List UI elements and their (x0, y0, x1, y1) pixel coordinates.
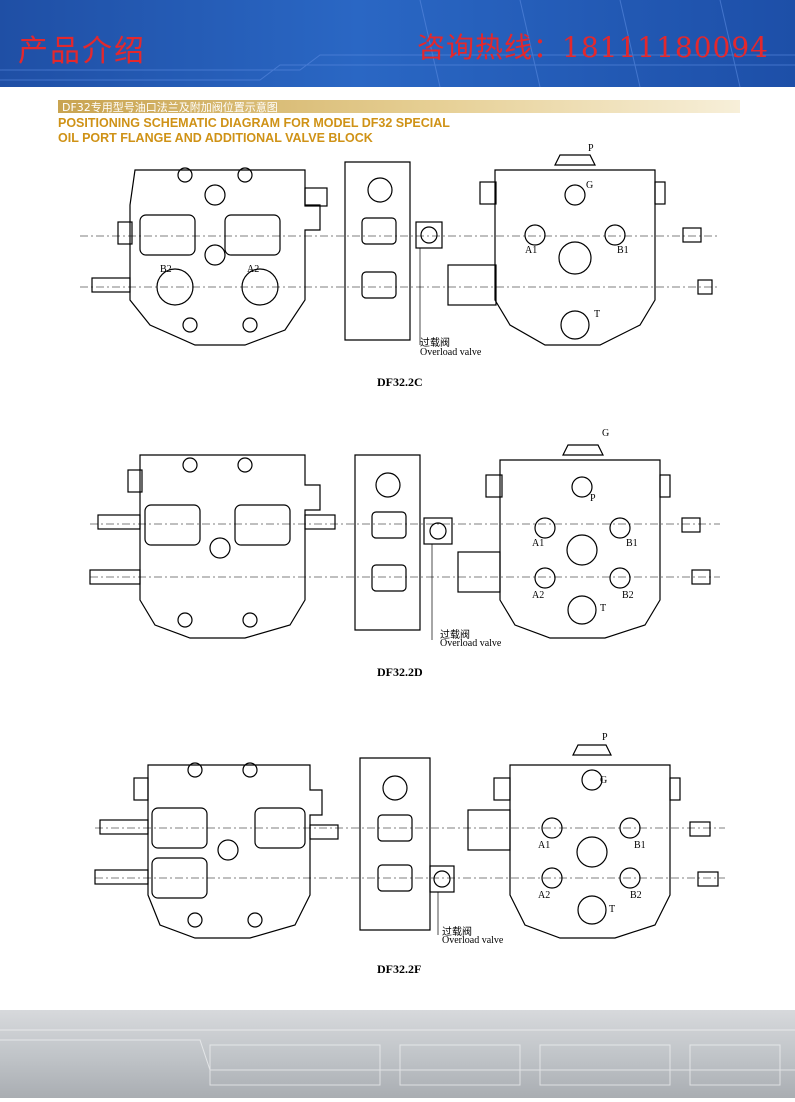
footer-decoration (0, 1029, 795, 1086)
port-label-b2: B2 (630, 890, 642, 901)
port-label-a2: A2 (247, 264, 260, 275)
port-label-t: T (600, 603, 607, 614)
port-label-a1: A1 (532, 538, 545, 549)
section-title-en-line1: POSITIONING SCHEMATIC DIAGRAM FOR MODEL … (58, 116, 450, 130)
header-hotline: 咨询热线：18111180094 (417, 31, 769, 64)
port-label-b2: B2 (160, 264, 172, 275)
overload-valve-label-cn: 过载阀 (420, 338, 450, 349)
port-label-a1: A1 (538, 840, 551, 851)
port-label-t: T (609, 904, 616, 915)
port-label-g: G (602, 428, 610, 439)
port-label-a1: A1 (525, 245, 538, 256)
port-label-p: P (602, 732, 608, 743)
port-label-b1: B1 (634, 840, 646, 851)
header-title: 产品介绍 (18, 34, 146, 69)
section-title-cn: DF32专用型号油口法兰及附加阀位置示意图 (62, 101, 278, 114)
port-label-g: G (586, 180, 594, 191)
port-label-g: G (600, 775, 608, 786)
overload-valve-label-en: Overload valve (420, 347, 482, 358)
header-banner: 产品介绍 咨询热线：18111180094 (0, 0, 795, 87)
port-label-p: P (588, 143, 594, 154)
section-title-bar: DF32专用型号油口法兰及附加阀位置示意图 (58, 100, 740, 114)
overload-valve-label-cn: 过载阀 (440, 630, 470, 641)
port-label-a2: A2 (538, 890, 551, 901)
port-label-t: T (594, 309, 601, 320)
diagram-caption: DF32.2D (377, 665, 423, 679)
diagram-caption: DF32.2C (377, 375, 423, 389)
overload-valve-label-en: Overload valve (442, 935, 504, 946)
diagram-caption: DF32.2F (377, 962, 422, 976)
overload-valve-label-en: Overload valve (440, 638, 502, 649)
header-decoration (0, 0, 795, 87)
port-label-b1: B1 (617, 245, 629, 256)
port-label-b2: B2 (622, 590, 634, 601)
overload-valve-label-cn: 过载阀 (442, 927, 472, 938)
port-label-a2: A2 (532, 590, 545, 601)
port-label-b1: B1 (626, 538, 638, 549)
footer-banner (0, 1010, 795, 1098)
port-label-p: P (590, 493, 596, 504)
section-title-en-line2: OIL PORT FLANGE AND ADDITIONAL VALVE BLO… (58, 131, 373, 145)
